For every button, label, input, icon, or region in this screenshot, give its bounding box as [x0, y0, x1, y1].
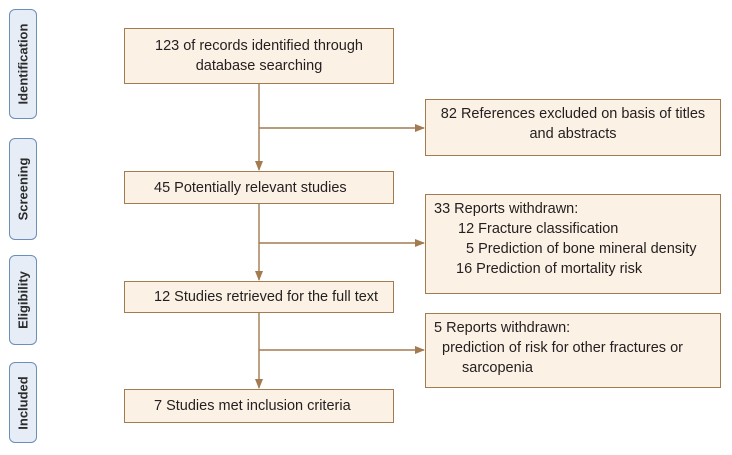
box-text-line: 82 References excluded on basis of title…	[440, 106, 706, 122]
studies-included-box: 7 Studies met inclusion criteria	[124, 389, 394, 423]
records-identified-box: 123 of records identified through databa…	[124, 28, 394, 84]
phase-label: Included	[15, 375, 31, 430]
phase-identification: Identification	[9, 9, 37, 119]
withdrawn-item: 5 Prediction of bone mineral density	[466, 241, 697, 257]
box-header: 5 Reports withdrawn:	[434, 320, 571, 336]
phase-label: Screening	[15, 157, 31, 221]
phase-included: Included	[9, 362, 37, 443]
potentially-relevant-box: 45 Potentially relevant studies	[124, 171, 394, 204]
phase-eligibility: Eligibility	[9, 255, 37, 345]
withdrawn-item: 16 Prediction of mortality risk	[456, 261, 643, 277]
phase-screening: Screening	[9, 138, 37, 240]
box-text: 12 Studies retrieved for the full text	[154, 289, 379, 305]
box-text-line: and abstracts	[529, 126, 617, 142]
studies-retrieved-box: 12 Studies retrieved for the full text	[124, 281, 394, 313]
phase-label: Eligibility	[15, 271, 31, 329]
box-text: 45 Potentially relevant studies	[154, 179, 347, 196]
box-text-line: database searching	[195, 58, 323, 74]
reports-withdrawn-box-1: 33 Reports withdrawn: 12 Fracture classi…	[425, 194, 721, 294]
withdrawn-item: 12 Fracture classification	[458, 221, 619, 237]
withdrawn-item: sarcopenia	[462, 360, 533, 376]
references-excluded-box: 82 References excluded on basis of title…	[425, 99, 721, 156]
box-text: 7 Studies met inclusion criteria	[154, 398, 351, 414]
phase-label: Identification	[15, 23, 31, 105]
reports-withdrawn-box-2: 5 Reports withdrawn: prediction of risk …	[425, 313, 721, 388]
box-header: 33 Reports withdrawn:	[434, 201, 579, 217]
box-text-line: 123 of records identified through	[155, 38, 363, 54]
withdrawn-item: prediction of risk for other fractures o…	[442, 340, 683, 356]
